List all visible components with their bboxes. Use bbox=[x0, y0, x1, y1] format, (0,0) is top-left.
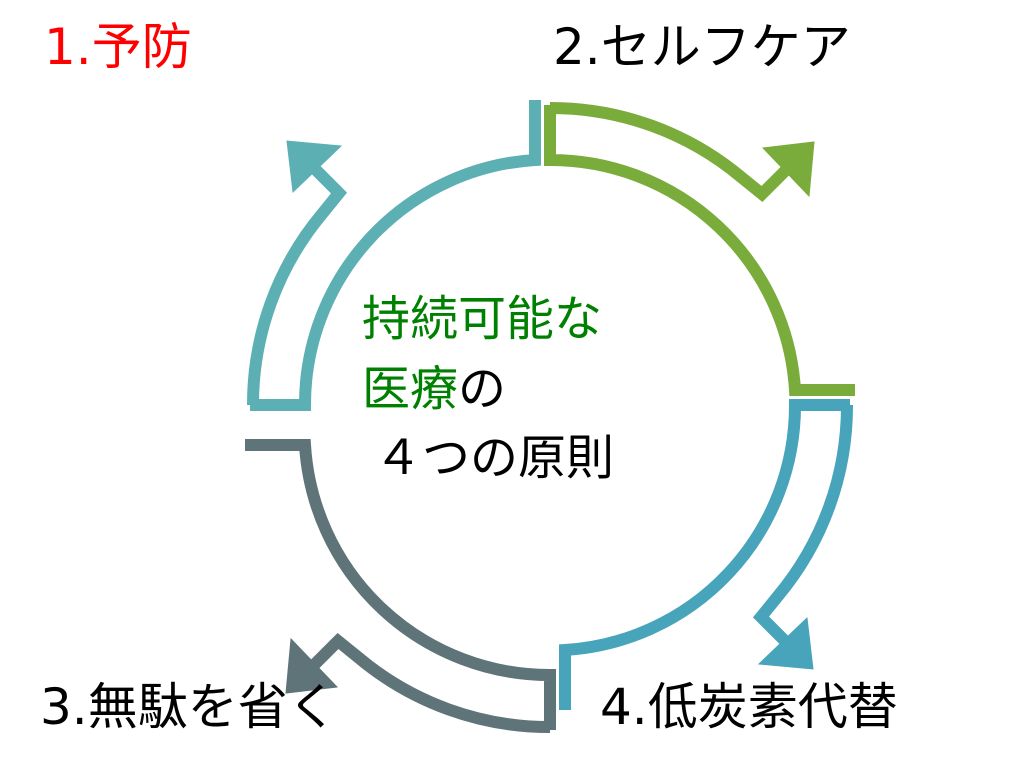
principle-1-prevention: 1.予防 bbox=[44, 18, 192, 76]
principle-4-low-carbon: 4.低炭素代替 bbox=[600, 678, 898, 736]
center-title-line2-green: 医療 bbox=[362, 360, 459, 417]
center-title-line2-black: の bbox=[458, 360, 507, 417]
center-title: 持続可能な 医療の ４つの原則 bbox=[362, 285, 614, 494]
principle-2-self-care: 2.セルフケア bbox=[553, 18, 851, 76]
center-title-line3: ４つの原則 bbox=[374, 430, 615, 487]
center-title-line2: 医療の bbox=[362, 355, 614, 425]
principle-3-reduce-waste: 3.無駄を省く bbox=[40, 678, 338, 736]
center-title-line1: 持続可能な bbox=[362, 291, 603, 347]
